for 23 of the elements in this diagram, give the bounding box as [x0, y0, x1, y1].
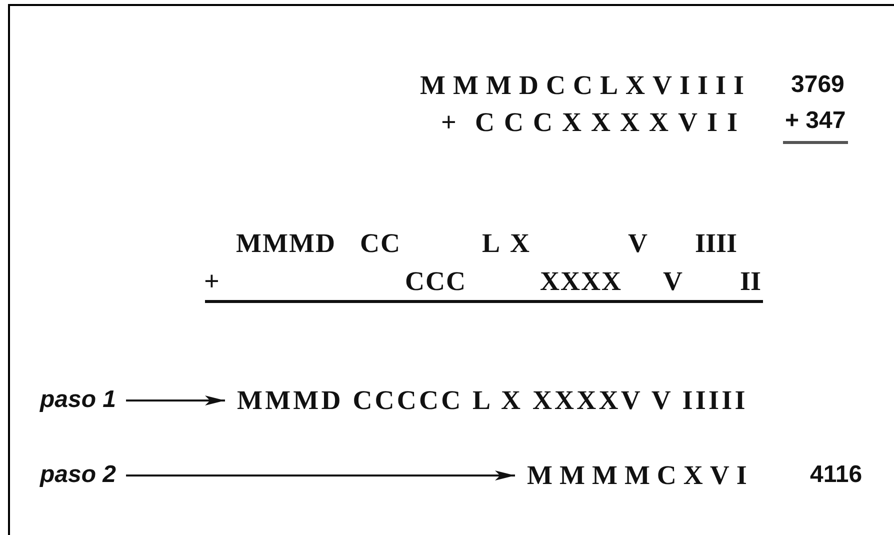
plus-sign: +: [441, 109, 456, 136]
roman-numeral: L: [482, 230, 500, 257]
roman-numeral: MMMMCXVI: [527, 462, 754, 489]
arrow: [126, 470, 515, 480]
roman-numeral: II: [740, 268, 762, 295]
step-label: paso 2: [40, 463, 116, 487]
roman-numeral: X: [510, 230, 530, 257]
roman-numeral: CCC: [405, 268, 466, 295]
roman-numeral: V: [663, 268, 682, 295]
step-label: paso 1: [40, 388, 116, 412]
roman-numeral: IIII: [695, 230, 738, 257]
roman-numeral: CC: [360, 230, 401, 257]
roman-numeral: MMMD: [236, 230, 336, 257]
number: + 347: [783, 109, 848, 144]
roman-numeral: CCCXXXXVII: [475, 109, 748, 136]
number: 4116: [810, 463, 862, 487]
roman-numeral: MMMDCCLXVIIII: [420, 72, 752, 99]
plus-sign: +: [204, 268, 220, 295]
roman-numeral: V: [628, 230, 648, 257]
arrow: [126, 396, 225, 406]
roman-numeral: MMMD CCCCC L X XXXXV V IIIII: [237, 387, 748, 414]
roman-numeral: XXXX: [540, 268, 622, 295]
number: 3769: [791, 73, 844, 97]
